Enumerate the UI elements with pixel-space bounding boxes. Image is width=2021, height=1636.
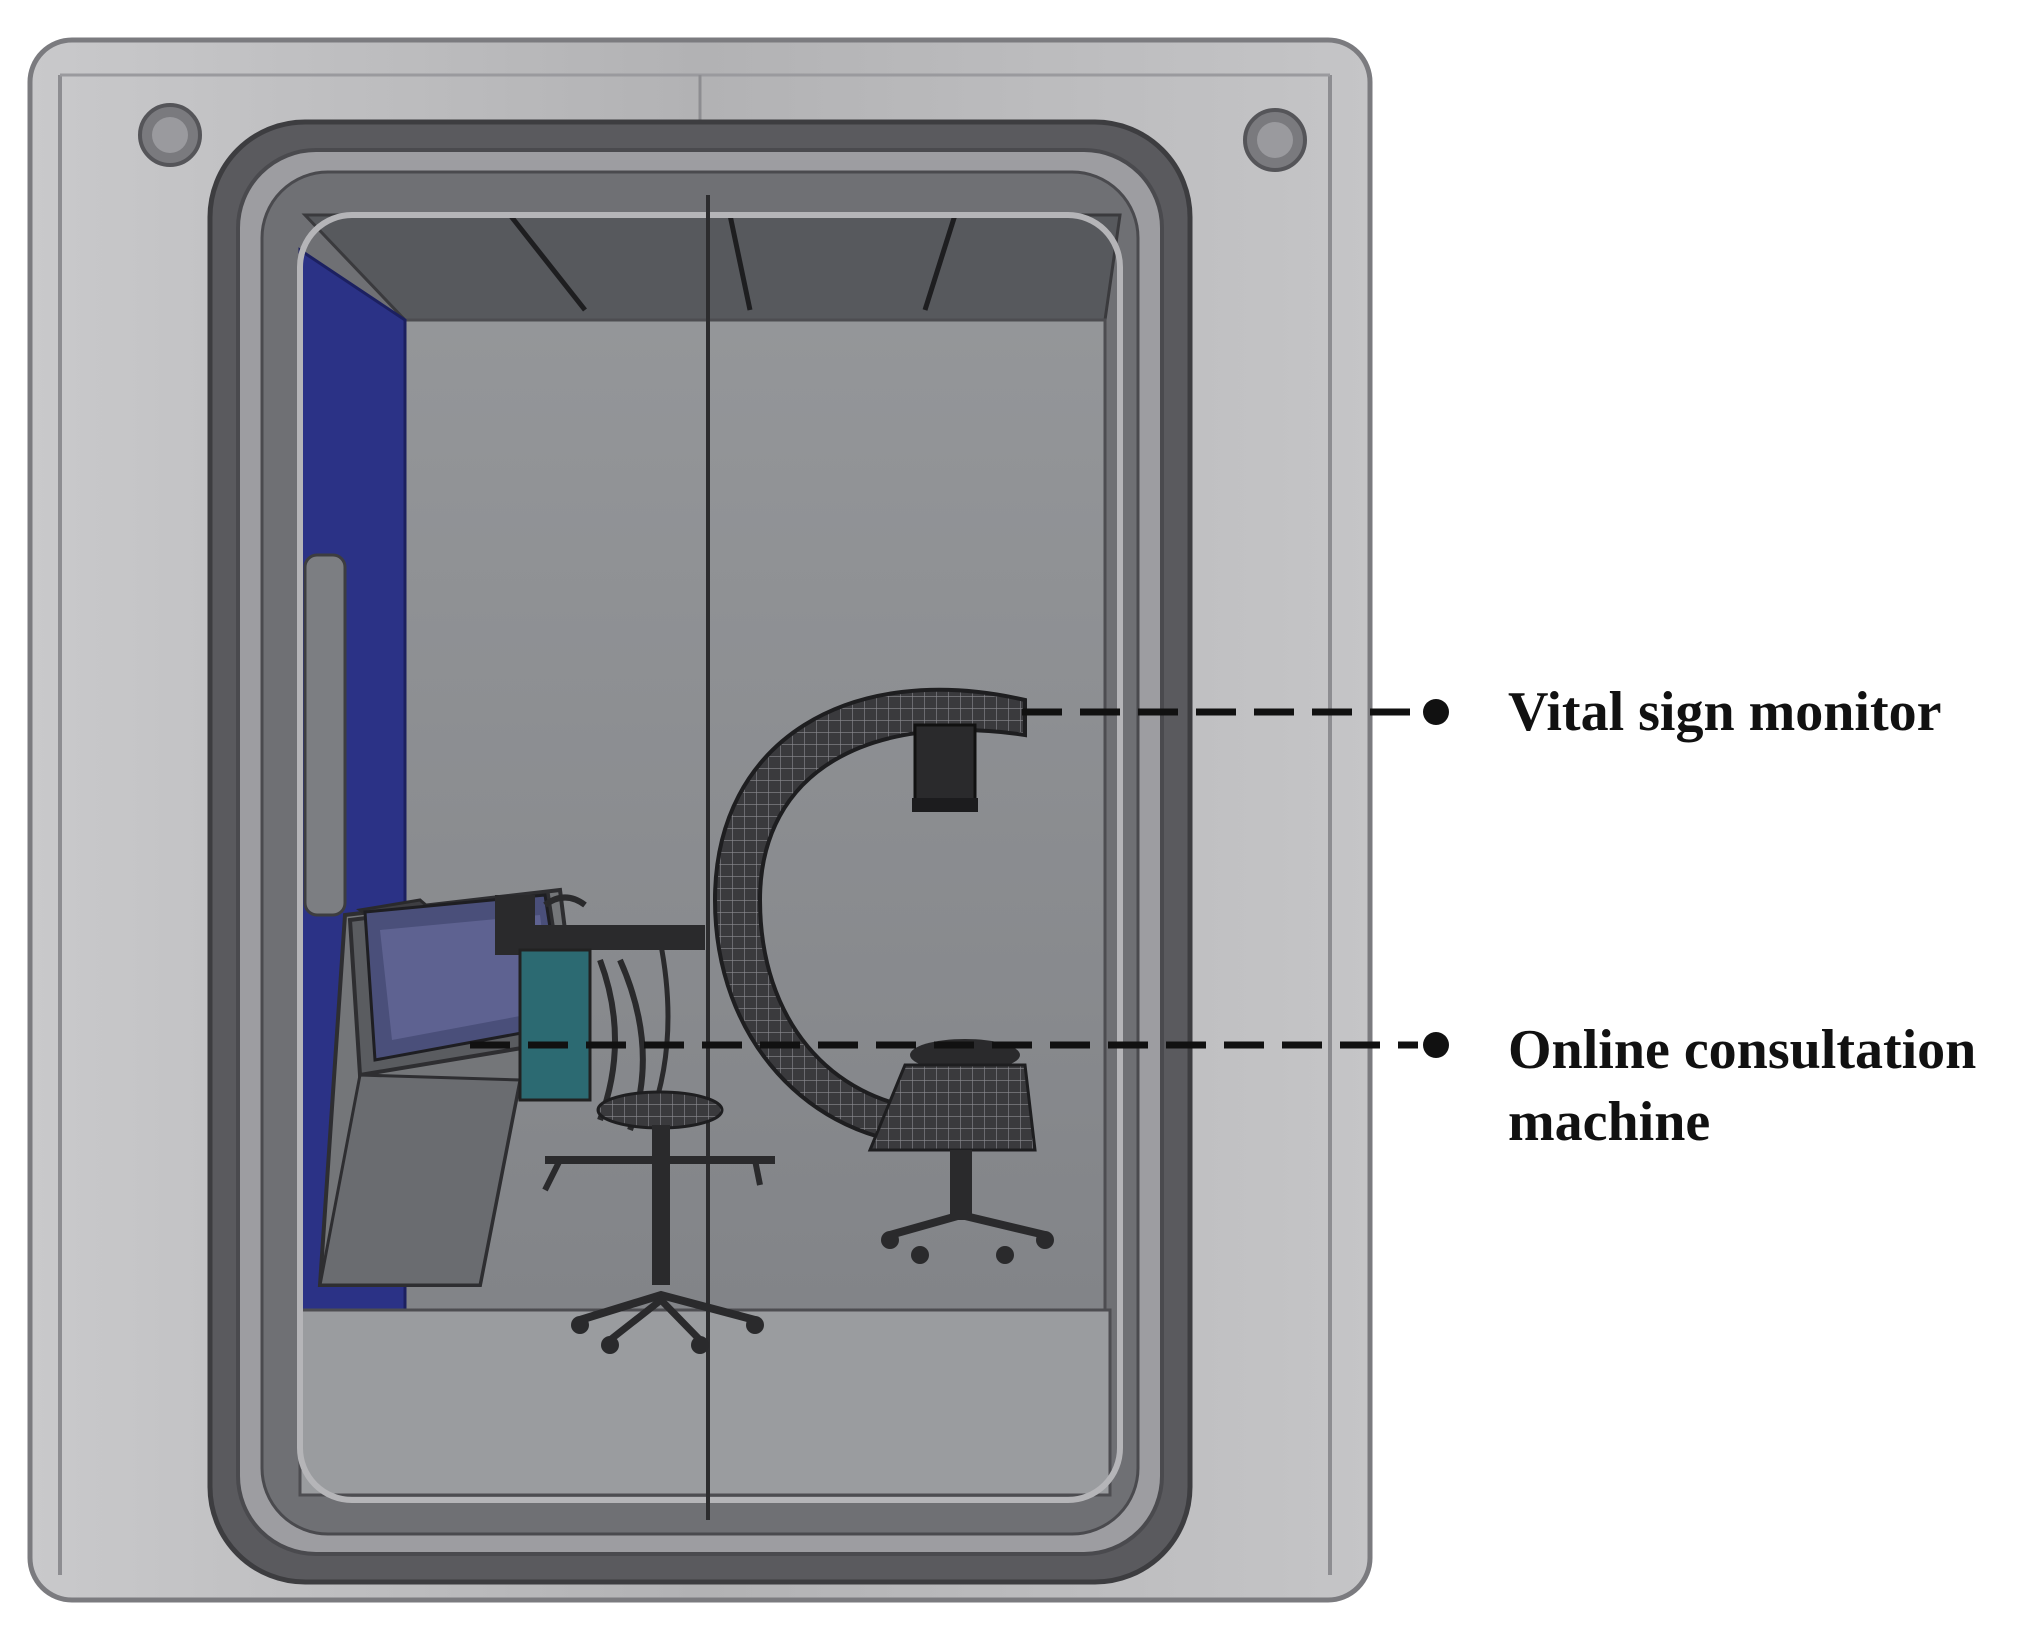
leader-line-consult (470, 1032, 1449, 1058)
leader-line-vital (1022, 699, 1449, 725)
corner-light-left (138, 103, 202, 167)
wall-panel (303, 553, 347, 917)
label-line-2: machine (1508, 1091, 1711, 1153)
corner-light-right (1243, 108, 1307, 172)
label-vital-sign-monitor: Vital sign monitor (1508, 681, 1942, 743)
label-online-consultation-machine: Online consultation machine (1508, 1014, 1976, 1158)
stool-center (571, 1090, 764, 1354)
label-line-1: Online consultation (1508, 1019, 1977, 1081)
booth-interior (297, 195, 1123, 1520)
stool-right (867, 1039, 1054, 1264)
